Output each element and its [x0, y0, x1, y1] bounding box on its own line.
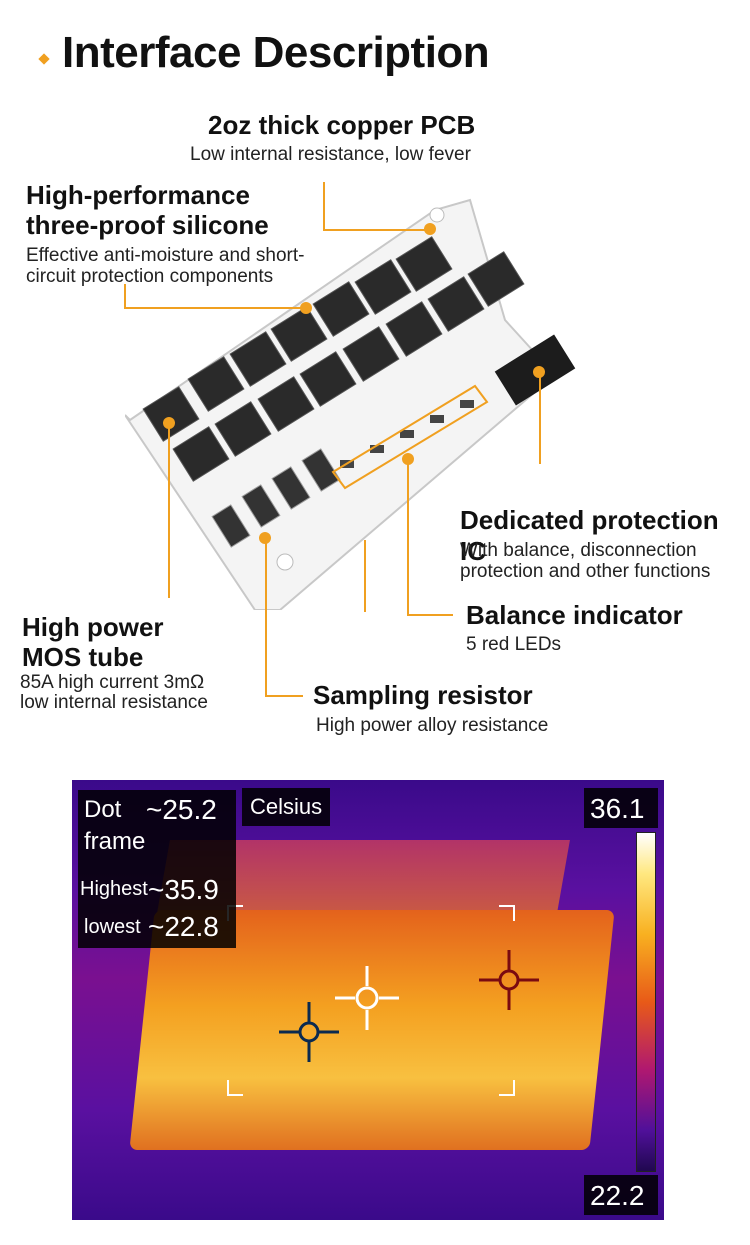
dot-label: Dot — [84, 796, 122, 823]
mos-label-sub-1: 85A high current 3mΩ — [20, 672, 205, 693]
mos-leader — [168, 423, 170, 598]
pcb-leader-v — [323, 182, 325, 230]
thermal-image: Dot ~25.2 frame Highest ~35.9 lowest ~22… — [72, 780, 664, 1220]
balance-leader-v — [407, 459, 409, 615]
mos-label-title-1: High power — [22, 612, 164, 642]
resistor-leader-h — [265, 695, 303, 697]
pcb-leader-h — [323, 229, 431, 231]
highest-label: Highest — [80, 878, 148, 900]
frame-corner-bl — [227, 1080, 243, 1096]
resistor-label-sub: High power alloy resistance — [316, 715, 549, 736]
frame-corner-tr — [499, 905, 515, 921]
balance-label-sub: 5 red LEDs — [466, 634, 562, 655]
color-scale-bar — [636, 832, 656, 1172]
extra-leader — [364, 540, 366, 612]
ic-label-sub-1: With balance, disconnection — [460, 540, 697, 561]
ic-label-sub-2: protection and other functions — [460, 561, 711, 582]
highest-value: ~35.9 — [148, 874, 219, 905]
title-bullet-icon — [38, 53, 50, 65]
frame-corner-br — [499, 1080, 515, 1096]
pcb-dot — [424, 223, 436, 235]
thermal-crosshairs — [279, 950, 539, 1062]
dot-value: ~25.2 — [146, 794, 217, 825]
pcb-label-title: 2oz thick copper PCB — [208, 110, 476, 140]
readout-panel: Dot ~25.2 frame Highest ~35.9 lowest ~22… — [78, 790, 236, 948]
silicone-leader-h — [124, 307, 306, 309]
silicone-dot — [300, 302, 312, 314]
mos-label-title-2: MOS tube — [22, 642, 144, 672]
lowest-value: ~22.8 — [148, 911, 219, 942]
silicone-label-sub-2: circuit protection components — [26, 266, 274, 287]
scale-min: 22.2 — [590, 1180, 645, 1211]
scale-max: 36.1 — [590, 793, 645, 824]
lowest-label: lowest — [84, 916, 141, 938]
mos-label-sub-2: low internal resistance — [20, 692, 208, 713]
ic-label-title: Dedicated protection IC — [460, 505, 719, 566]
page-title: Interface Description — [62, 28, 490, 77]
unit-label: Celsius — [250, 794, 323, 819]
scale-max-box: 36.1 — [584, 788, 658, 828]
silicone-label-title-2: three-proof silicone — [26, 210, 269, 240]
unit-badge: Celsius — [242, 788, 330, 826]
silicone-leader-v — [124, 284, 126, 308]
resistor-label-title: Sampling resistor — [313, 680, 533, 710]
scale-min-box: 22.2 — [584, 1175, 658, 1215]
frame-label: frame — [84, 828, 146, 855]
silicone-label-title-1: High-performance — [26, 180, 250, 210]
balance-label-title: Balance indicator — [466, 600, 683, 630]
balance-leader-h — [407, 614, 453, 616]
resistor-leader-v — [265, 538, 267, 696]
ic-leader — [539, 372, 541, 464]
silicone-label-sub-1: Effective anti-moisture and short- — [26, 245, 305, 266]
pcb-label-sub: Low internal resistance, low fever — [190, 144, 471, 165]
